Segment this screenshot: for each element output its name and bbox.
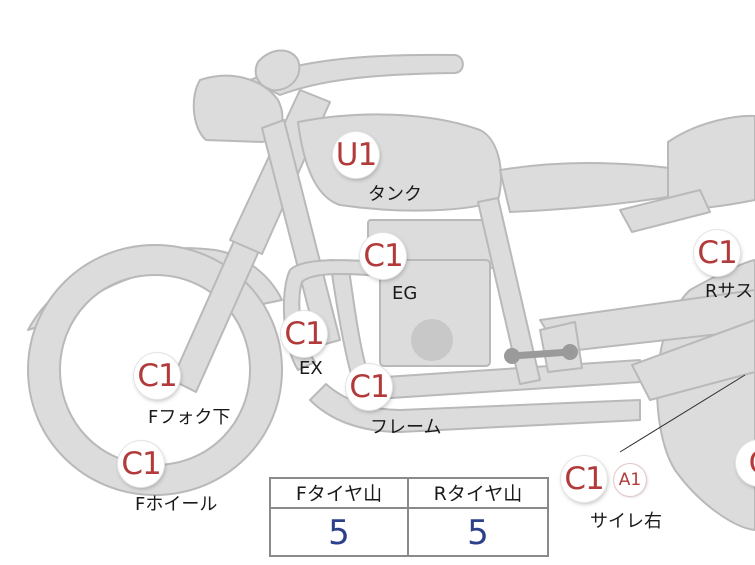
handlebar [249,53,464,96]
tire-tread-table: Fタイヤ山 Rタイヤ山 5 5 [269,477,549,557]
muffler [631,319,755,401]
part-badge-front-fork[interactable]: C1 [134,353,180,399]
part-label-tank: タンク [368,184,422,205]
part-badge-tank[interactable]: U1 [333,132,379,178]
leader-line [619,374,746,453]
part-badge-rear-suspension[interactable]: C1 [694,230,740,276]
engine-cover [411,319,453,361]
part-badge-frame[interactable]: C1 [346,364,392,410]
part-badge-exhaust[interactable]: C1 [281,311,327,357]
part-badge-silencer-right[interactable]: C1 [561,456,607,502]
part-label-exhaust: EX [299,358,323,379]
part-badge-front-wheel[interactable]: C1 [118,441,164,487]
table-value-rear-tire: 5 [467,513,489,553]
part-label-rear-suspension: Rサス [705,281,754,302]
part-label-engine: EG [392,283,418,304]
part-subbadge-silencer-right[interactable]: A1 [614,464,646,496]
mirror [254,49,301,92]
part-label-silencer-right: サイレ右 [590,511,662,532]
part-label-front-fork: Fフォク下 [148,407,231,428]
part-badge-rear-wheel[interactable]: C [736,440,755,486]
table-header-rear-tire: Rタイヤ山 [409,479,547,509]
part-label-front-wheel: Fホイール [135,494,218,515]
frame-upright [477,197,541,385]
rear-frame [619,189,711,233]
engine-case [379,259,491,367]
table-value-front-tire: 5 [271,509,409,557]
frame-cradle [309,383,641,433]
part-badge-engine[interactable]: C1 [360,233,406,279]
footpeg [504,344,578,364]
table-header-front-tire: Fタイヤ山 [271,479,409,509]
part-label-frame: フレーム [370,417,442,438]
